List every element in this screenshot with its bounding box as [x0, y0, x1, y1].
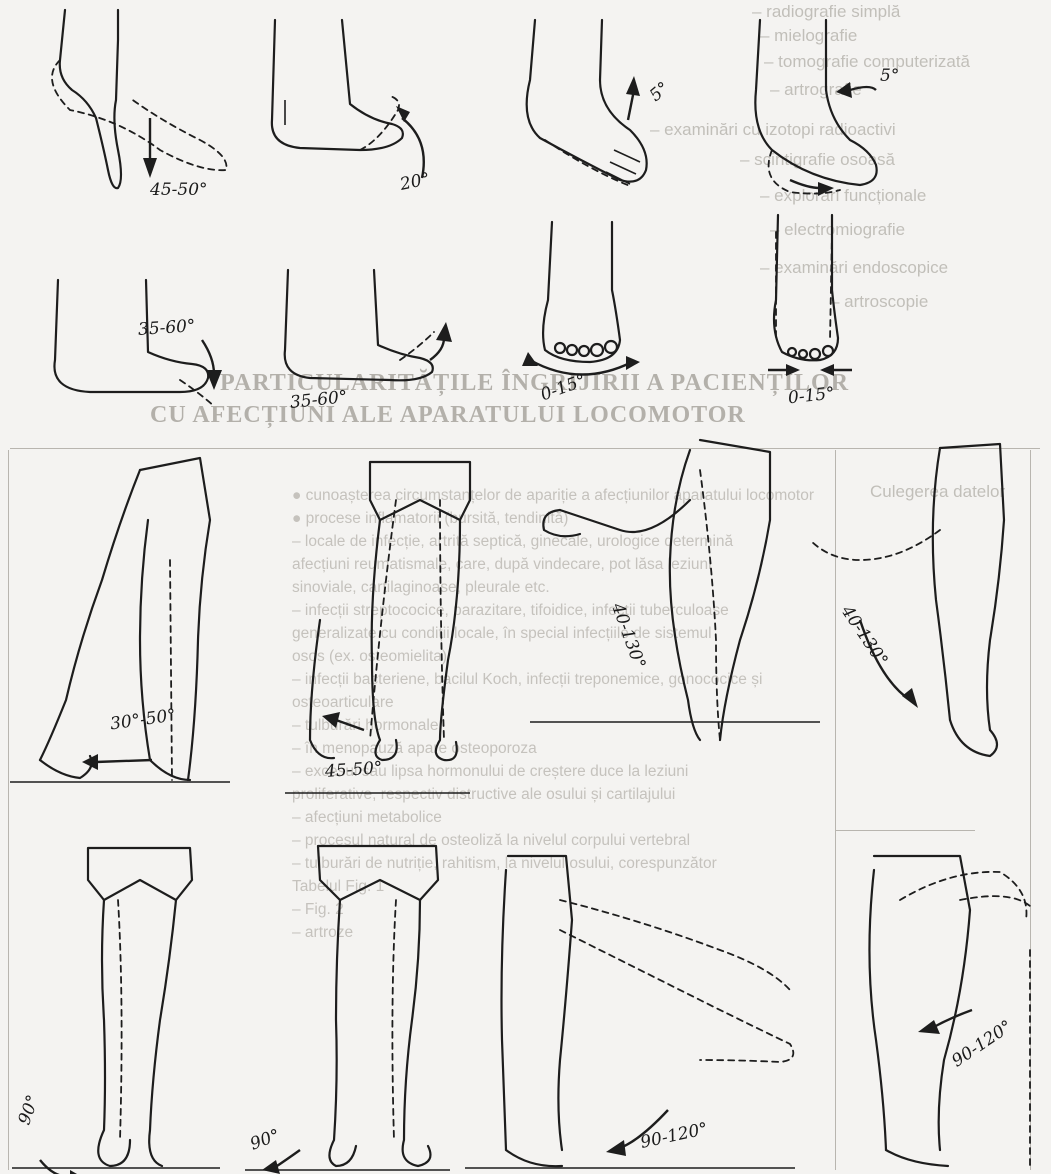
hip-internal-rotation-figure	[12, 848, 220, 1174]
toes-abduction-figure	[755, 20, 876, 196]
hip-extension-figure	[10, 458, 230, 782]
hip-flexion-knee-straight-figure	[465, 856, 795, 1168]
knee-flexion-back-figure	[810, 444, 1004, 756]
angle-label-foot-plantar-flexion: 45-50°	[150, 180, 208, 200]
foot-dorsal-flexion-figure	[272, 20, 424, 178]
knee-flexion-side-figure	[530, 440, 820, 740]
angle-label-hip-abduction: 45-50°	[324, 758, 383, 782]
toes-adduction-figure	[527, 20, 647, 186]
foot-plantar-flexion-figure	[52, 10, 226, 188]
foot-front-view-figure	[522, 222, 640, 375]
foot-back-view-figure	[768, 215, 852, 376]
toes-extension-figure	[285, 270, 452, 380]
angle-label-toes-flexion: 35-60°	[137, 316, 196, 340]
angle-label-toes-abduction: 5°	[880, 66, 899, 86]
toes-flexion-figure	[54, 280, 222, 406]
hip-abduction-figure	[285, 462, 470, 793]
hip-flexion-knee-bent-figure	[869, 856, 1030, 1170]
